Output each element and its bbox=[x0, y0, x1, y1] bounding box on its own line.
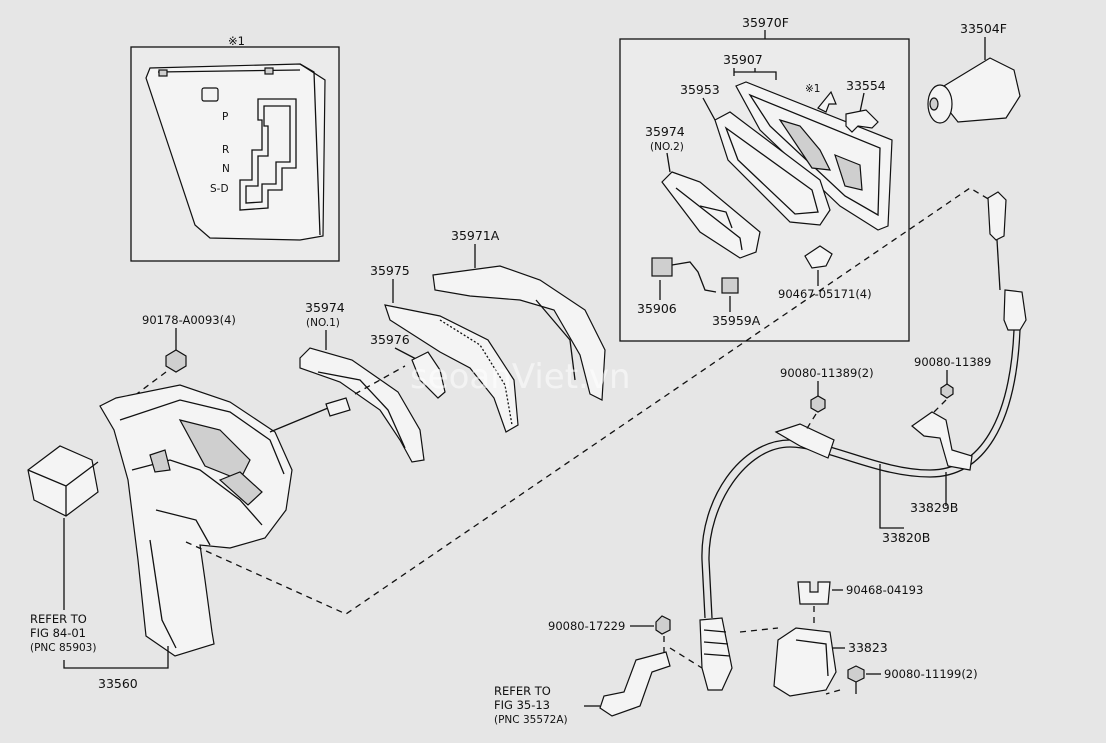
box-35970F: 35970F 35907 35953 33554 ※1 35974 (NO.2)… bbox=[619, 15, 910, 342]
spring-35976 bbox=[411, 351, 446, 399]
cover-35971A bbox=[432, 265, 606, 401]
label-33560: 33560 bbox=[98, 676, 138, 691]
watermark: seoanViet.vn bbox=[410, 357, 631, 397]
label-33504F: 33504F bbox=[960, 21, 1007, 36]
cable-end-upper bbox=[987, 191, 1007, 241]
label-33829B: 33829B bbox=[910, 500, 958, 515]
label-33820B: 33820B bbox=[882, 530, 930, 545]
clip-90468 bbox=[797, 581, 831, 605]
label-90080-11389: 90080-11389 bbox=[914, 355, 991, 369]
ref2-line3: (PNC 35572A) bbox=[494, 714, 568, 726]
label-33823: 33823 bbox=[848, 640, 888, 655]
label-90080-17229: 90080-17229 bbox=[548, 619, 625, 633]
label-35907: 35907 bbox=[723, 52, 763, 67]
cover-group: 35971A 35975 35976 35974 (NO.1) bbox=[299, 228, 606, 463]
lower-linkage: 90080-17229 REFER TO FIG 35-13 (PNC 3557… bbox=[494, 615, 703, 726]
clip-33554 bbox=[845, 109, 879, 133]
label-90178: 90178-A0093(4) bbox=[142, 313, 236, 327]
slide-plate-35975 bbox=[384, 304, 519, 433]
bracket-no1 bbox=[299, 347, 425, 463]
linkage-35572A bbox=[599, 651, 671, 717]
bracket-33823-shape bbox=[773, 627, 837, 697]
knob-body bbox=[933, 57, 1021, 123]
ref1-line1: REFER TO bbox=[30, 612, 87, 626]
gate-panel bbox=[145, 63, 326, 241]
label-90467: 90467-05171(4) bbox=[778, 287, 872, 301]
block-85903 bbox=[27, 445, 99, 517]
inset-gate-panel: P R N S-D ※1 bbox=[130, 34, 340, 262]
ref1-line2: FIG 84-01 bbox=[30, 626, 86, 640]
gate-letter-sd: S-D bbox=[210, 183, 229, 195]
nut-90178 bbox=[165, 349, 187, 373]
label-35974-no2: 35974 bbox=[645, 124, 685, 139]
ref2-line2: FIG 35-13 bbox=[494, 698, 550, 712]
shift-lever-assembly: 90178-A0093(4) bbox=[99, 313, 406, 657]
bulb-socket-35906 bbox=[651, 257, 673, 277]
gate-letter-r: R bbox=[222, 144, 229, 156]
label-no2: (NO.2) bbox=[650, 141, 684, 153]
bulb-35959A bbox=[721, 277, 739, 294]
arrow-indicator bbox=[817, 90, 837, 113]
label-33554: 33554 bbox=[846, 78, 886, 93]
bracket-33829B: 33829B 90080-11389 90080-11389(2) bbox=[780, 355, 991, 515]
cable-bracket-upper bbox=[774, 423, 835, 459]
ref2-line1: REFER TO bbox=[494, 684, 551, 698]
clip-90467 bbox=[804, 245, 833, 269]
label-35971A: 35971A bbox=[451, 228, 500, 243]
panel-window bbox=[201, 87, 219, 102]
label-35970F: 35970F bbox=[742, 15, 789, 30]
gate-slot bbox=[239, 98, 297, 211]
dashed-connector bbox=[185, 187, 991, 615]
gate-letter-n: N bbox=[222, 163, 230, 175]
label-35974-no1: 35974 bbox=[305, 300, 345, 315]
label-note1: ※1 bbox=[228, 34, 245, 48]
cable-grommet bbox=[1003, 289, 1027, 331]
shift-knob: 33504F bbox=[927, 21, 1021, 124]
gate-letter-p: P bbox=[222, 111, 228, 123]
label-35953: 35953 bbox=[680, 82, 720, 97]
label-35959A: 35959A bbox=[712, 313, 761, 328]
label-35976: 35976 bbox=[370, 332, 410, 347]
label-35975: 35975 bbox=[370, 263, 410, 278]
nut-90080-17229 bbox=[655, 615, 671, 635]
shift-cable: 33820B bbox=[699, 191, 1027, 691]
label-90080-11199: 90080-11199(2) bbox=[884, 667, 978, 681]
ref1-line3: (PNC 85903) bbox=[30, 642, 96, 654]
label-no1: (NO.1) bbox=[306, 317, 340, 329]
label-90468: 90468-04193 bbox=[846, 583, 923, 597]
bracket-33823: 90468-04193 33823 90080-11199(2) bbox=[739, 581, 978, 697]
label-note1-arrow: ※1 bbox=[805, 83, 820, 95]
illumination-block: REFER TO FIG 84-01 (PNC 85903) 33560 bbox=[27, 445, 169, 691]
lever-rod-end bbox=[325, 397, 351, 417]
label-35906: 35906 bbox=[637, 301, 677, 316]
bracket-33829B-shape bbox=[911, 411, 973, 471]
label-90080-11389-2: 90080-11389(2) bbox=[780, 366, 874, 380]
